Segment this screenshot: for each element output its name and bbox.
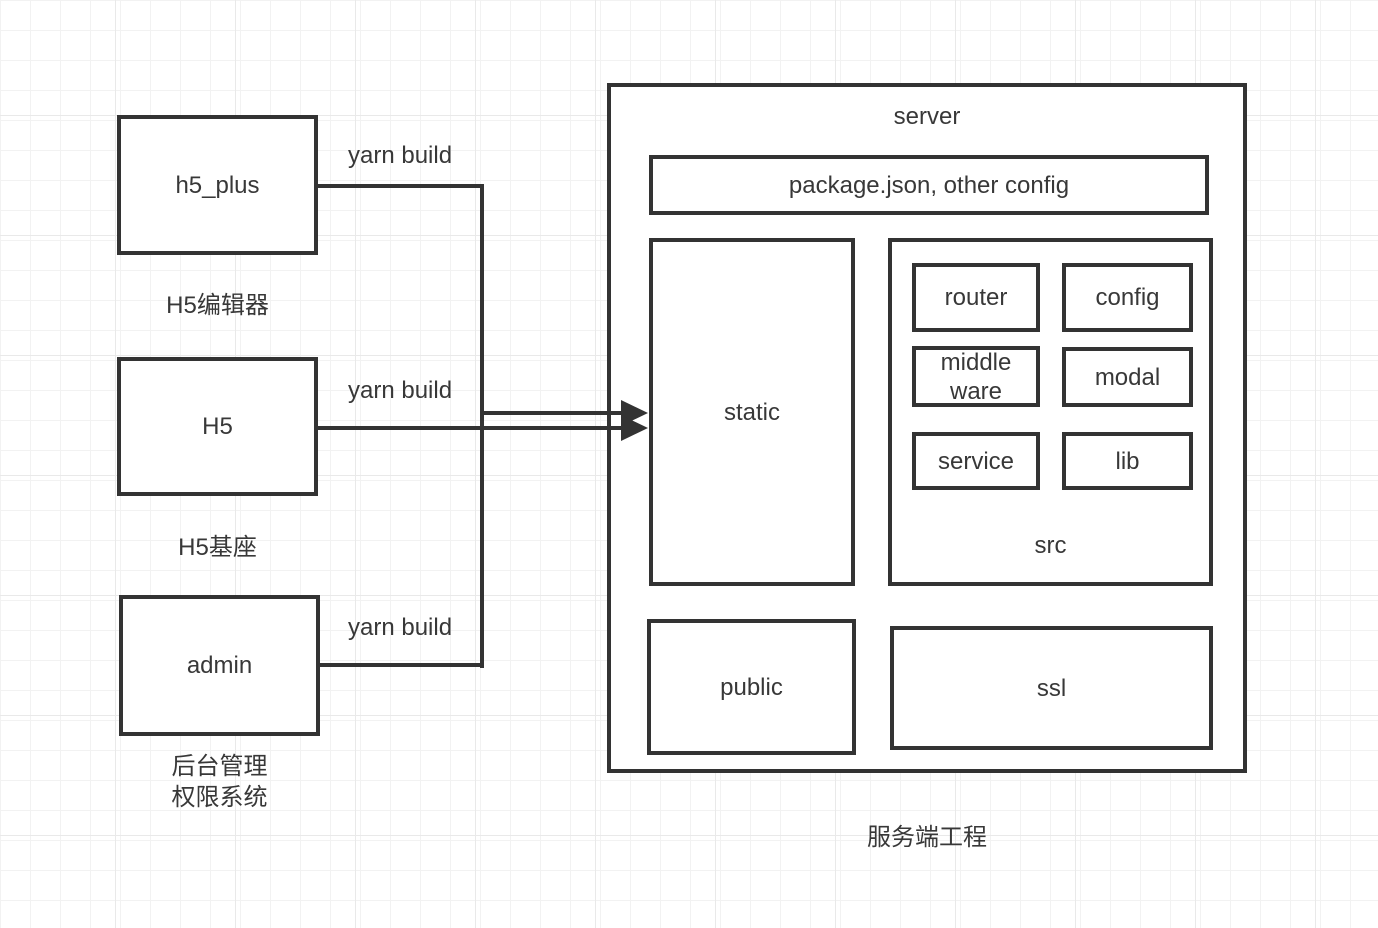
box-static: static	[649, 238, 855, 586]
caption-h5-plus: H5编辑器	[166, 292, 269, 319]
caption-admin-line1: 后台管理	[171, 753, 268, 780]
box-router: router	[912, 263, 1040, 332]
edge-admin-to-collector	[320, 663, 484, 667]
caption-h5: H5基座	[178, 534, 257, 561]
box-lib: lib	[1062, 432, 1193, 490]
edge-label-yarn-build-3: yarn build	[348, 614, 453, 641]
src-container: router config middle ware modal service …	[888, 238, 1213, 586]
server-container: server package.json, other config static…	[607, 83, 1247, 773]
arrowhead-lower	[621, 415, 648, 441]
box-config: config	[1062, 263, 1193, 332]
box-public: public	[647, 619, 856, 755]
node-h5: H5	[117, 357, 318, 496]
caption-admin: 后台管理 权限系统	[109, 751, 330, 813]
edge-collector-to-static	[480, 411, 621, 415]
box-middleware: middle ware	[912, 346, 1040, 407]
box-ssl: ssl	[890, 626, 1213, 750]
box-service: service	[912, 432, 1040, 490]
box-modal: modal	[1062, 347, 1193, 407]
caption-admin-line2: 权限系统	[171, 784, 268, 811]
node-admin: admin	[119, 595, 320, 736]
edge-label-yarn-build-1: yarn build	[348, 142, 453, 169]
edge-h5plus-to-collector	[318, 184, 484, 188]
edge-label-yarn-build-2: yarn build	[348, 377, 453, 404]
server-title: server	[893, 103, 961, 130]
src-label: src	[1034, 532, 1067, 559]
node-h5-plus: h5_plus	[117, 115, 318, 255]
edge-h5-to-static	[318, 426, 621, 430]
box-package-json-config: package.json, other config	[649, 155, 1209, 215]
caption-server: 服务端工程	[867, 824, 987, 851]
